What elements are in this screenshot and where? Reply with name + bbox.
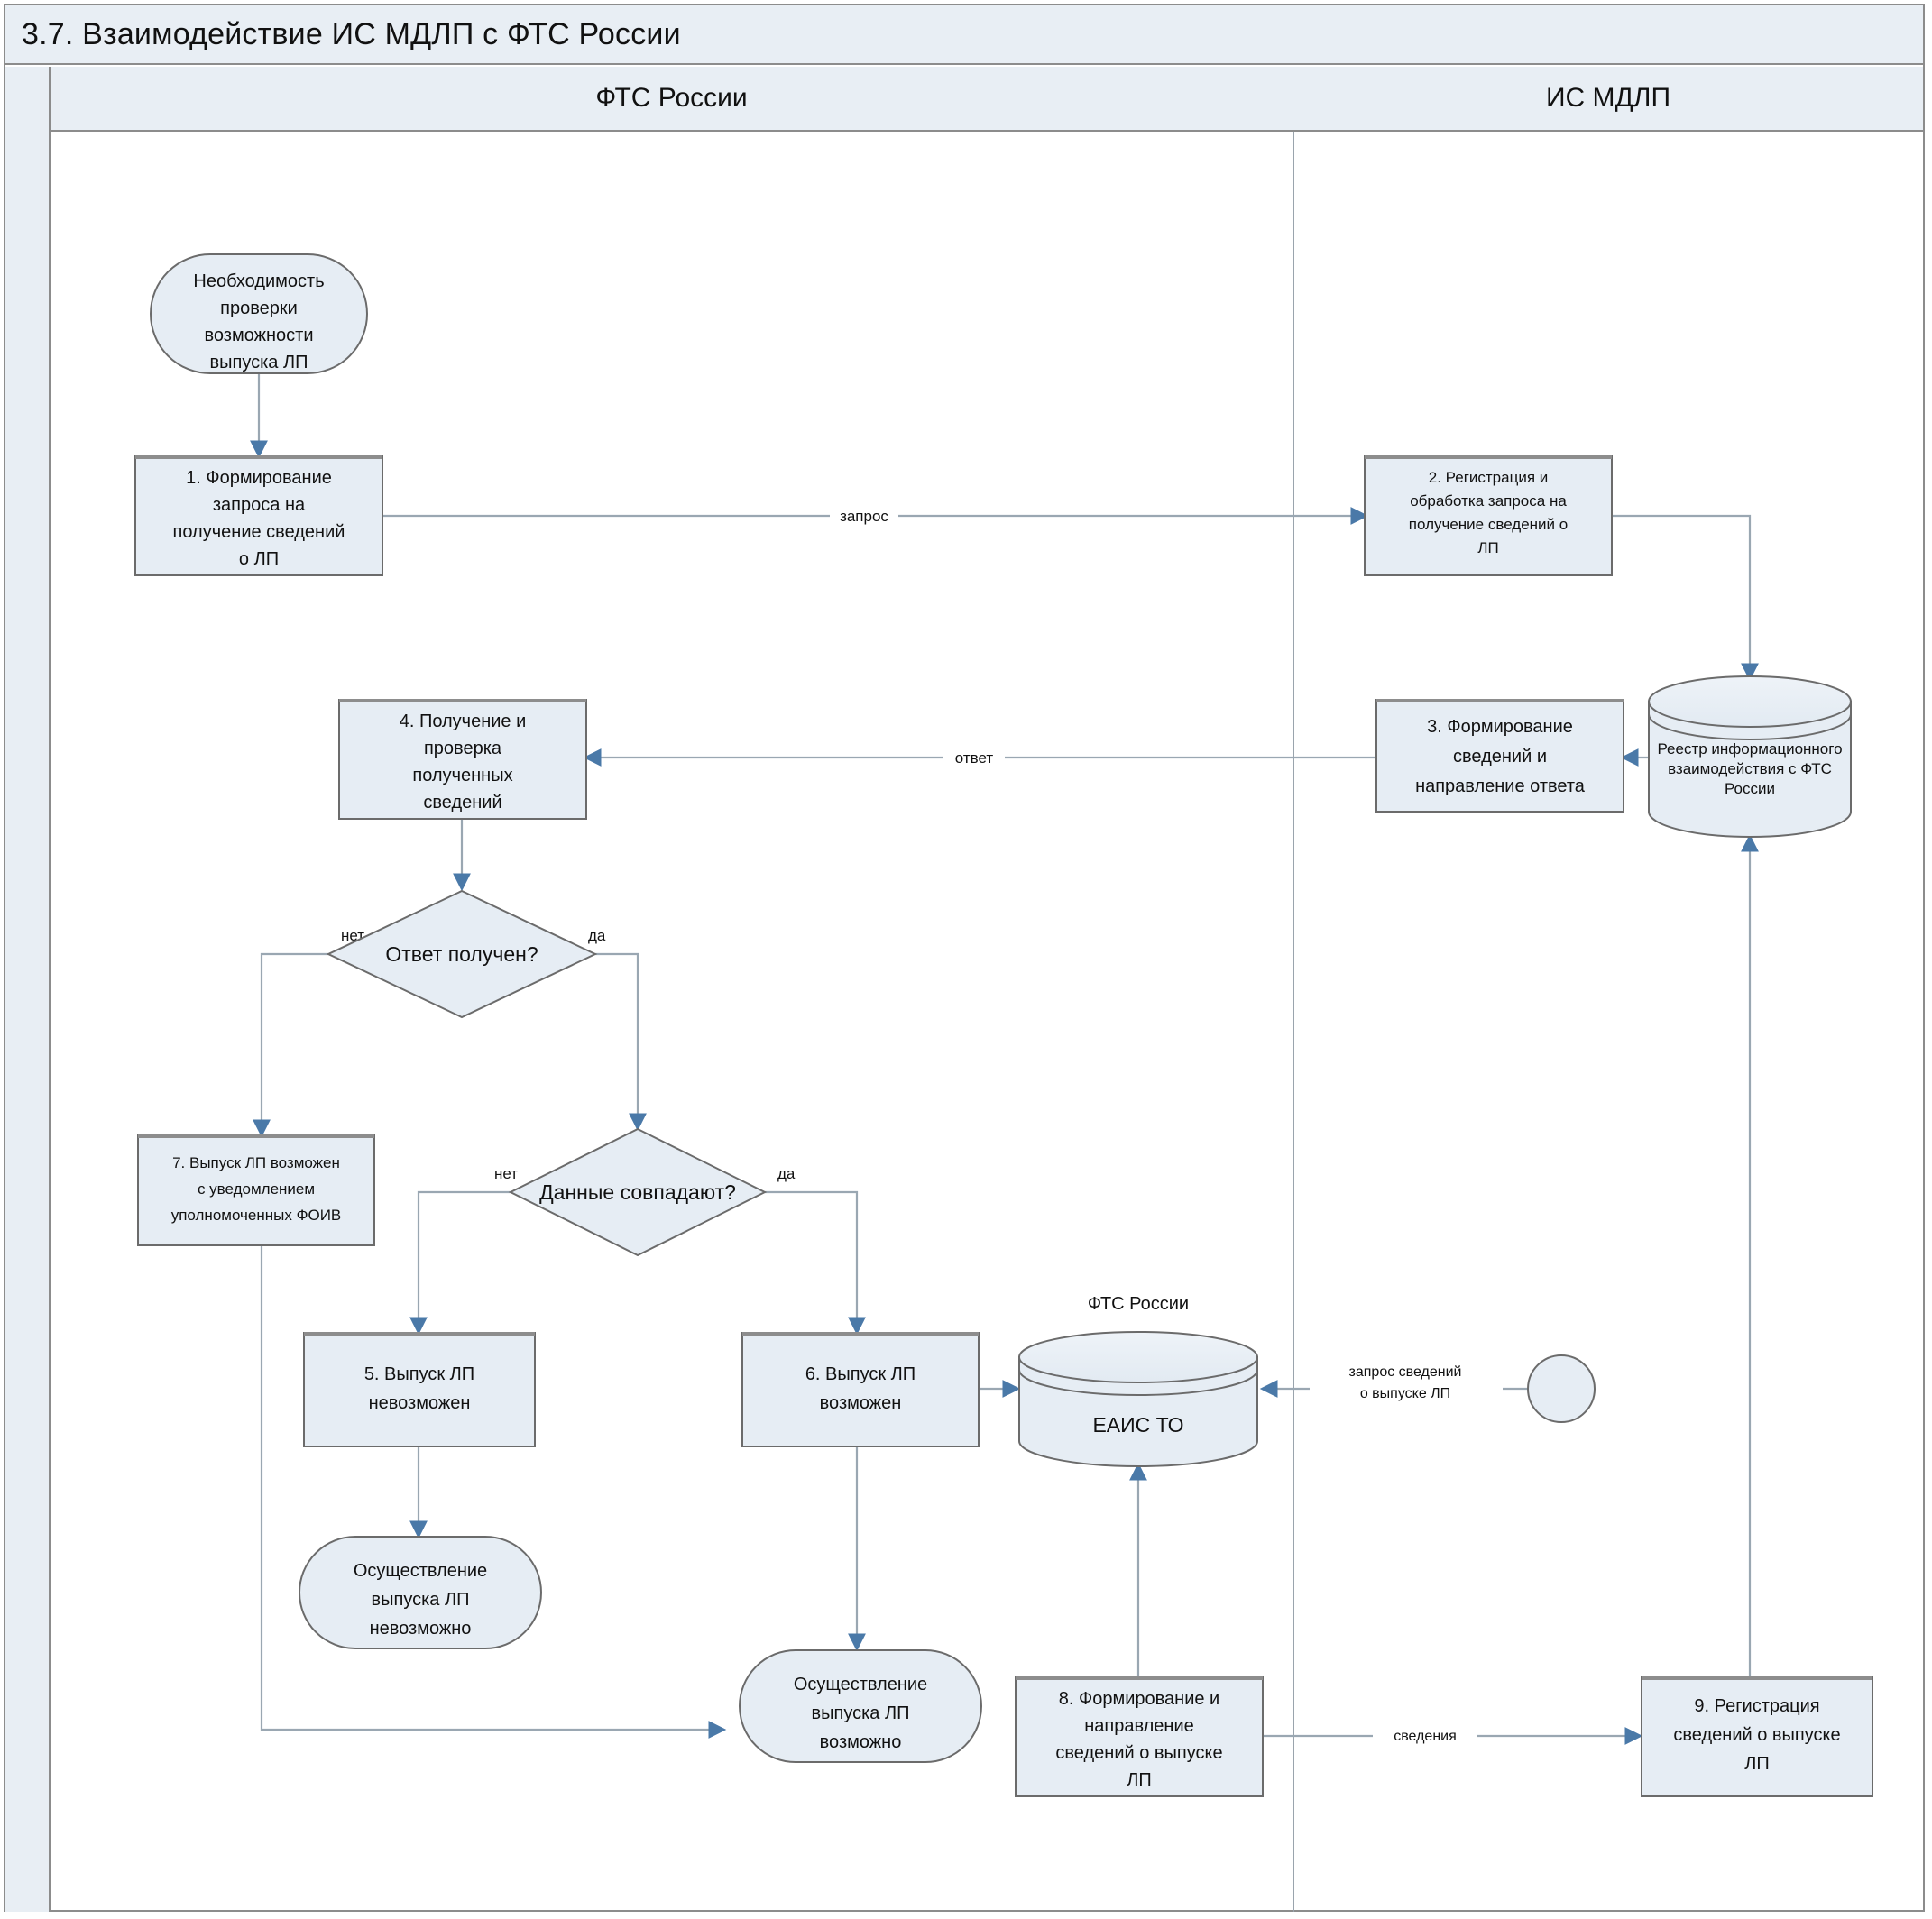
node-database-eais-to[interactable]: ФТС России ЕАИС ТО bbox=[1018, 1294, 1258, 1467]
node-end2-line-1: Осуществление bbox=[794, 1675, 927, 1694]
edge-label-d1-yes: да bbox=[588, 927, 606, 944]
edge-d2-p5 bbox=[409, 1190, 511, 1336]
edge-d1-d2 bbox=[595, 952, 647, 1132]
edge-d1-p7 bbox=[253, 952, 328, 1138]
node-p8-line-4: ЛП bbox=[1127, 1770, 1152, 1790]
node-p2-line-1: 2. Регистрация и bbox=[1429, 469, 1549, 486]
node-p9-line-3: ЛП bbox=[1744, 1754, 1770, 1774]
lane-header-fts: ФТС России bbox=[51, 67, 1293, 132]
node-database-registry[interactable]: Реестр информационного взаимодействия с … bbox=[1648, 675, 1852, 838]
node-p1-line-1: 1. Формирование bbox=[186, 468, 332, 488]
edge-label-d2-no: нет bbox=[494, 1165, 518, 1182]
node-terminator-release-possible[interactable]: Осуществление выпуска ЛП возможно bbox=[739, 1649, 982, 1763]
node-end2-line-3: возможно bbox=[820, 1732, 902, 1752]
node-db1-line-3: России bbox=[1725, 780, 1775, 797]
node-start-line-4: выпуска ЛП bbox=[210, 353, 308, 372]
node-p1-line-2: запроса на bbox=[213, 495, 306, 515]
edge-label-request: запрос bbox=[840, 508, 888, 525]
node-end1-line-3: невозможно bbox=[370, 1619, 472, 1639]
edge-label-release-request-line2: о выпуске ЛП bbox=[1360, 1386, 1450, 1401]
node-process-6[interactable]: 6. Выпуск ЛП возможен bbox=[741, 1332, 980, 1447]
node-p4-line-3: полученных bbox=[412, 766, 512, 785]
lane-divider bbox=[1293, 132, 1294, 1912]
node-db1-line-1: Реестр информационного bbox=[1657, 740, 1842, 758]
node-process-5[interactable]: 5. Выпуск ЛП невозможен bbox=[303, 1332, 536, 1447]
node-p7-line-1: 7. Выпуск ЛП возможен bbox=[172, 1154, 340, 1171]
edge-labels-layer: запрос ответ нет да нет да запрос сведен… bbox=[341, 501, 1503, 1748]
edge-label-release-request-line1: запрос сведений bbox=[1349, 1364, 1462, 1380]
node-p4-line-2: проверка bbox=[424, 739, 502, 758]
node-process-1[interactable]: 1. Формирование запроса на получение све… bbox=[134, 455, 383, 576]
node-decision-data-match[interactable]: Данные совпадают? bbox=[508, 1127, 768, 1257]
node-process-7[interactable]: 7. Выпуск ЛП возможен с уведомлением упо… bbox=[137, 1134, 375, 1246]
node-end1-line-1: Осуществление bbox=[354, 1561, 487, 1581]
node-p4-line-4: сведений bbox=[423, 793, 501, 813]
node-start-line-2: проверки bbox=[220, 298, 298, 318]
node-process-2[interactable]: 2. Регистрация и обработка запроса на по… bbox=[1364, 455, 1613, 576]
edge-p2-db1 bbox=[1612, 514, 1759, 682]
node-process-4[interactable]: 4. Получение и проверка полученных сведе… bbox=[338, 699, 587, 820]
lane-header-fts-label: ФТС России bbox=[595, 83, 748, 113]
node-start-line-1: Необходимость bbox=[193, 271, 324, 291]
node-p3-line-2: сведений и bbox=[1453, 747, 1547, 767]
node-p8-line-2: направление bbox=[1084, 1716, 1194, 1736]
node-p2-line-4: ЛП bbox=[1477, 539, 1498, 556]
node-p6-line-2: возможен bbox=[820, 1393, 902, 1413]
node-p9-line-1: 9. Регистрация bbox=[1694, 1696, 1819, 1716]
node-process-3[interactable]: 3. Формирование сведений и направление о… bbox=[1375, 699, 1624, 813]
node-p9-line-2: сведений о выпуске bbox=[1673, 1725, 1840, 1745]
edge-label-info: сведения bbox=[1394, 1729, 1457, 1744]
node-d2-label: Данные совпадают? bbox=[539, 1180, 736, 1204]
node-d1-label: Ответ получен? bbox=[385, 942, 538, 966]
node-decision-answer-received[interactable]: Ответ получен? bbox=[326, 889, 598, 1019]
node-start-line-3: возможности bbox=[205, 326, 314, 345]
node-p6-line-1: 6. Выпуск ЛП bbox=[805, 1364, 915, 1384]
lane-header-mdlp-label: ИС МДЛП bbox=[1545, 83, 1671, 113]
node-db1-line-2: взаимодействия с ФТС bbox=[1668, 760, 1832, 777]
node-p4-line-1: 4. Получение и bbox=[400, 712, 527, 731]
edge-label-response: ответ bbox=[955, 749, 994, 767]
node-db2-label: ЕАИС ТО bbox=[1092, 1413, 1183, 1437]
node-p5-line-1: 5. Выпуск ЛП bbox=[364, 1364, 474, 1384]
node-p8-line-3: сведений о выпуске bbox=[1055, 1743, 1222, 1763]
node-p7-line-2: с уведомлением bbox=[198, 1180, 315, 1198]
node-p8-line-1: 8. Формирование и bbox=[1059, 1689, 1219, 1709]
node-start-terminator[interactable]: Необходимость проверки возможности выпус… bbox=[150, 253, 368, 374]
node-p3-line-3: направление ответа bbox=[1415, 776, 1586, 796]
node-process-8[interactable]: 8. Формирование и направление сведений о… bbox=[1015, 1676, 1264, 1797]
diagram-title-bar: 3.7. Взаимодействие ИС МДЛП с ФТС России bbox=[5, 5, 1923, 65]
node-p1-line-3: получение сведений bbox=[173, 522, 345, 542]
node-p3-line-1: 3. Формирование bbox=[1427, 717, 1573, 737]
page-title: 3.7. Взаимодействие ИС МДЛП с ФТС России bbox=[22, 16, 681, 51]
edges-layer bbox=[250, 373, 1759, 1745]
node-external-actor-circle[interactable] bbox=[1527, 1354, 1596, 1423]
node-p2-line-2: обработка запроса на bbox=[1410, 492, 1567, 510]
node-p2-line-3: получение сведений о bbox=[1409, 516, 1568, 533]
node-terminator-release-impossible[interactable]: Осуществление выпуска ЛП невозможно bbox=[299, 1536, 542, 1649]
edge-label-d2-yes: да bbox=[777, 1165, 796, 1182]
node-process-9[interactable]: 9. Регистрация сведений о выпуске ЛП bbox=[1641, 1676, 1873, 1797]
edge-d2-p6 bbox=[765, 1190, 866, 1336]
node-p5-line-2: невозможен bbox=[369, 1393, 471, 1413]
edge-p7-end2 bbox=[260, 1244, 727, 1739]
node-db2-caption: ФТС России bbox=[1088, 1294, 1189, 1314]
pool-band bbox=[5, 67, 51, 1912]
node-p7-line-3: уполномоченных ФОИВ bbox=[171, 1207, 342, 1224]
node-p1-line-4: о ЛП bbox=[239, 549, 279, 569]
node-end1-line-2: выпуска ЛП bbox=[372, 1590, 470, 1610]
lane-header-mdlp: ИС МДЛП bbox=[1293, 67, 1923, 132]
node-end2-line-2: выпуска ЛП bbox=[812, 1703, 910, 1723]
